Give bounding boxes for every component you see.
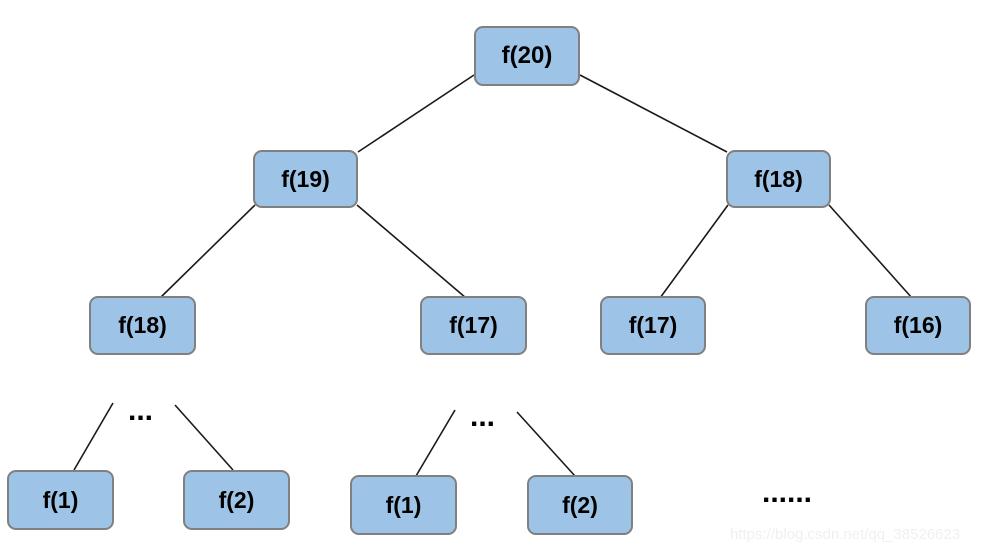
tree-node-n20[interactable]: f(20) [474, 26, 580, 86]
tree-edge-dots2-to-leaf1b [415, 409, 456, 477]
tree-node-label: f(2) [562, 491, 598, 518]
tree-node-label: f(17) [449, 312, 498, 338]
tree-node-n17a[interactable]: f(17) [420, 296, 527, 355]
tree-node-label: f(18) [754, 165, 803, 192]
tree-node-label: f(17) [628, 312, 678, 338]
tree-node-leaf1b[interactable]: f(1) [350, 475, 457, 535]
tree-node-leaf1a[interactable]: f(1) [7, 470, 114, 530]
tree-node-n19[interactable]: f(19) [253, 150, 358, 208]
tree-node-label: f(18) [118, 312, 167, 338]
tree-node-label: f(20) [501, 42, 553, 69]
tree-node-n18r[interactable]: f(18) [726, 150, 831, 208]
tree-node-n16[interactable]: f(16) [865, 296, 971, 355]
tree-edge-n19-to-n17a [356, 204, 467, 299]
tree-node-leaf2a[interactable]: f(2) [183, 470, 290, 530]
ellipsis-dots3: ...... [762, 476, 813, 509]
watermark-text: https://blog.csdn.net/qq_38526623 [730, 526, 961, 543]
tree-edge-dots1-to-leaf2a [174, 404, 234, 471]
tree-edge-dots2-to-leaf2b [516, 411, 576, 477]
tree-edge-n18r-to-n16 [828, 204, 913, 299]
tree-edge-n19-to-n18a [159, 204, 256, 299]
tree-edge-n20-to-n18r [579, 74, 728, 153]
tree-node-label: f(2) [218, 486, 255, 513]
tree-node-label: f(19) [281, 165, 330, 192]
tree-node-leaf2b[interactable]: f(2) [527, 475, 633, 535]
ellipsis-dots1: ... [128, 394, 154, 427]
tree-edge-n18r-to-n17b [659, 204, 729, 299]
tree-edge-dots1-to-leaf1a [73, 402, 114, 471]
ellipsis-dots2: ... [470, 400, 496, 433]
tree-node-label: f(16) [893, 312, 943, 338]
tree-node-label: f(1) [42, 486, 79, 513]
tree-edge-n20-to-n19 [357, 74, 475, 153]
tree-node-n17b[interactable]: f(17) [600, 296, 706, 355]
tree-node-label: f(1) [385, 491, 422, 518]
tree-node-n18a[interactable]: f(18) [89, 296, 196, 355]
